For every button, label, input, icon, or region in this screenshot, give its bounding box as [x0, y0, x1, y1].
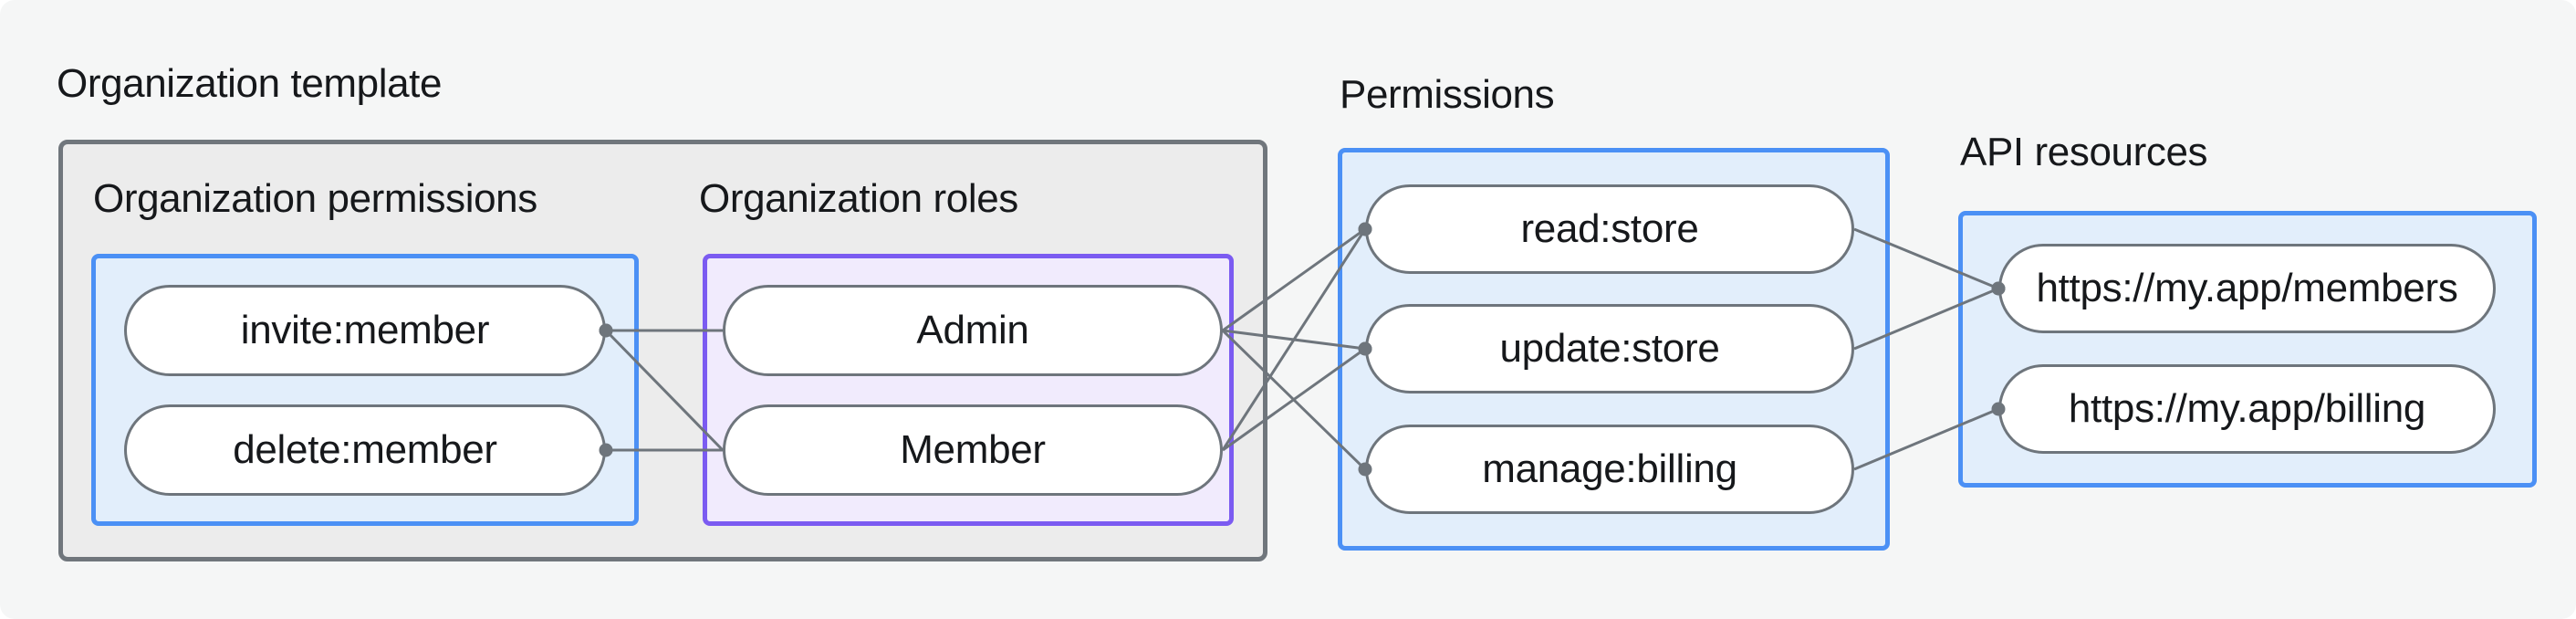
node-permission-read-store: read:store — [1365, 184, 1854, 274]
node-role-admin-label: Admin — [916, 308, 1029, 352]
node-delete-member-label: delete:member — [233, 427, 497, 472]
node-permission-update-store: update:store — [1365, 304, 1854, 393]
node-delete-member: delete:member — [124, 404, 606, 496]
node-permission-manage-billing: manage:billing — [1365, 425, 1854, 514]
node-permission-update-store-label: update:store — [1499, 326, 1720, 371]
permissions-title: Permissions — [1340, 72, 1555, 117]
node-api-resource-members: https://my.app/members — [1998, 244, 2496, 333]
node-api-resource-billing: https://my.app/billing — [1998, 364, 2496, 454]
node-permission-read-store-label: read:store — [1520, 206, 1699, 251]
org-permissions-title: Organization permissions — [93, 176, 537, 221]
node-api-resource-members-label: https://my.app/members — [2036, 266, 2458, 310]
node-role-member-label: Member — [900, 427, 1046, 472]
api-resources-title: API resources — [1960, 130, 2208, 174]
node-invite-member: invite:member — [124, 285, 606, 376]
node-permission-manage-billing-label: manage:billing — [1482, 446, 1737, 491]
node-invite-member-label: invite:member — [240, 308, 490, 352]
node-role-member: Member — [723, 404, 1223, 496]
node-api-resource-billing-label: https://my.app/billing — [2068, 386, 2426, 431]
node-role-admin: Admin — [723, 285, 1223, 376]
org-template-title: Organization template — [57, 61, 443, 106]
org-roles-title: Organization roles — [699, 176, 1018, 221]
